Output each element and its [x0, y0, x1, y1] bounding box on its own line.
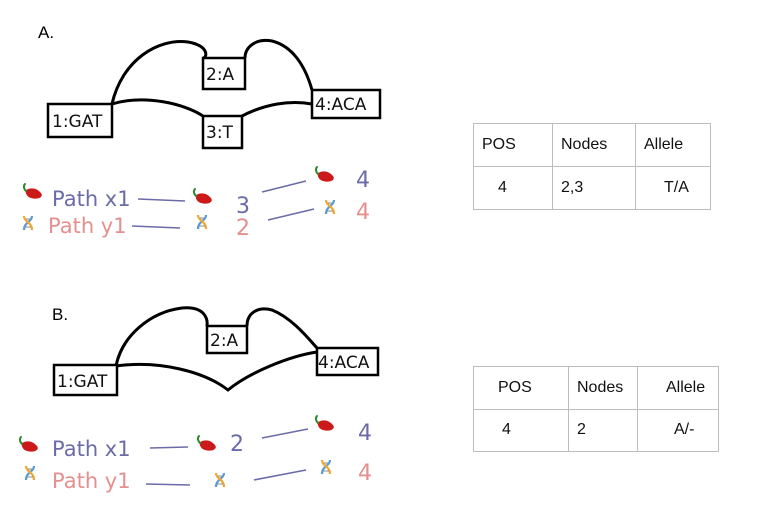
chili-pepper-icon [196, 435, 217, 452]
node-1-label: 1:GAT [52, 112, 103, 132]
path-y1-link [267, 208, 315, 221]
edge-1-2 [110, 40, 208, 105]
node-4-label: 4:ACA [315, 95, 367, 115]
path-x1-link [261, 180, 307, 193]
node-2-label: 2:A [206, 65, 235, 85]
node-2-a: 2:A [201, 56, 247, 91]
chili-pepper-icon [314, 415, 335, 432]
col-header-pos: POS [473, 366, 569, 410]
path-x1-label: Path x1 [52, 187, 131, 211]
edge-3-4 [241, 101, 313, 118]
node-2-label: 2:A [210, 331, 239, 351]
cell-pos: 4 [473, 166, 553, 210]
cell-nodes: 2,3 [552, 166, 636, 210]
node-1-gat: 1:GAT [46, 102, 114, 139]
cell-nodes: 2 [568, 408, 638, 452]
dna-icon [22, 214, 34, 232]
chili-pepper-icon [22, 183, 43, 200]
node-4-aca: 4:ACA [310, 88, 382, 120]
path-x1-link [261, 428, 309, 439]
node-2-a: 2:A [205, 324, 249, 355]
chili-pepper-icon [192, 188, 213, 205]
node-3-t: 3:T [201, 114, 244, 150]
edge-1-4-deletion [115, 350, 318, 392]
edge-1-3 [111, 98, 204, 118]
path-y1-label: Path y1 [52, 469, 131, 493]
chili-pepper-icon [314, 166, 335, 183]
cell-allele: T/A [635, 166, 711, 210]
col-header-nodes: Nodes [568, 366, 638, 410]
table-row: 4 2 A/- [473, 408, 719, 452]
allele-table-b: POS Nodes Allele 4 2 A/- [473, 366, 719, 452]
path-y1-label: Path y1 [48, 214, 127, 238]
path-x1-step: 4 [358, 421, 372, 446]
col-header-allele: Allele [637, 366, 719, 410]
node-4-label: 4:ACA [318, 353, 370, 373]
table-header-row: POS Nodes Allele [473, 366, 719, 410]
edge-2-4 [245, 307, 319, 350]
panel-b-label: B. [52, 305, 68, 324]
panel-a-label: A. [38, 23, 54, 42]
chili-pepper-icon [18, 436, 39, 453]
col-header-allele: Allele [635, 123, 711, 167]
path-x1-step: 3 [236, 194, 250, 219]
node-1-gat: 1:GAT [52, 363, 119, 397]
table-header-row: POS Nodes Allele [473, 123, 711, 167]
dna-icon [320, 458, 332, 476]
path-y1-link [253, 469, 307, 481]
path-x1-label: Path x1 [52, 437, 131, 461]
path-x1-link [137, 198, 186, 202]
dna-icon [24, 464, 36, 482]
cell-pos: 4 [473, 408, 569, 452]
node-1-label: 1:GAT [57, 372, 108, 392]
panel-a: A. 1:GAT 2:A 3:T 4:ACA Path x1 3 [22, 23, 382, 241]
col-header-nodes: Nodes [552, 123, 636, 167]
path-y1-step: 4 [358, 461, 372, 486]
edge-1-2 [114, 306, 209, 367]
path-x1-link [149, 446, 189, 449]
node-4-aca: 4:ACA [315, 346, 380, 377]
path-y1-step: 2 [236, 216, 250, 241]
dna-icon [324, 198, 336, 216]
cell-allele: A/- [637, 408, 719, 452]
path-x1-step: 2 [230, 432, 244, 457]
node-3-label: 3:T [206, 123, 234, 143]
dna-icon [214, 471, 226, 489]
path-y1-link [131, 225, 181, 229]
dna-icon [196, 213, 208, 231]
path-y1-link [145, 483, 191, 486]
path-x1-step: 4 [356, 168, 370, 193]
allele-table-a: POS Nodes Allele 4 2,3 T/A [473, 123, 711, 210]
table-row: 4 2,3 T/A [473, 166, 711, 210]
panel-b: B. 1:GAT 2:A 4:ACA Path x1 2 4 Path y1 [18, 305, 380, 493]
col-header-pos: POS [473, 123, 553, 167]
edge-2-4 [243, 38, 314, 91]
path-y1-step: 4 [356, 200, 370, 225]
